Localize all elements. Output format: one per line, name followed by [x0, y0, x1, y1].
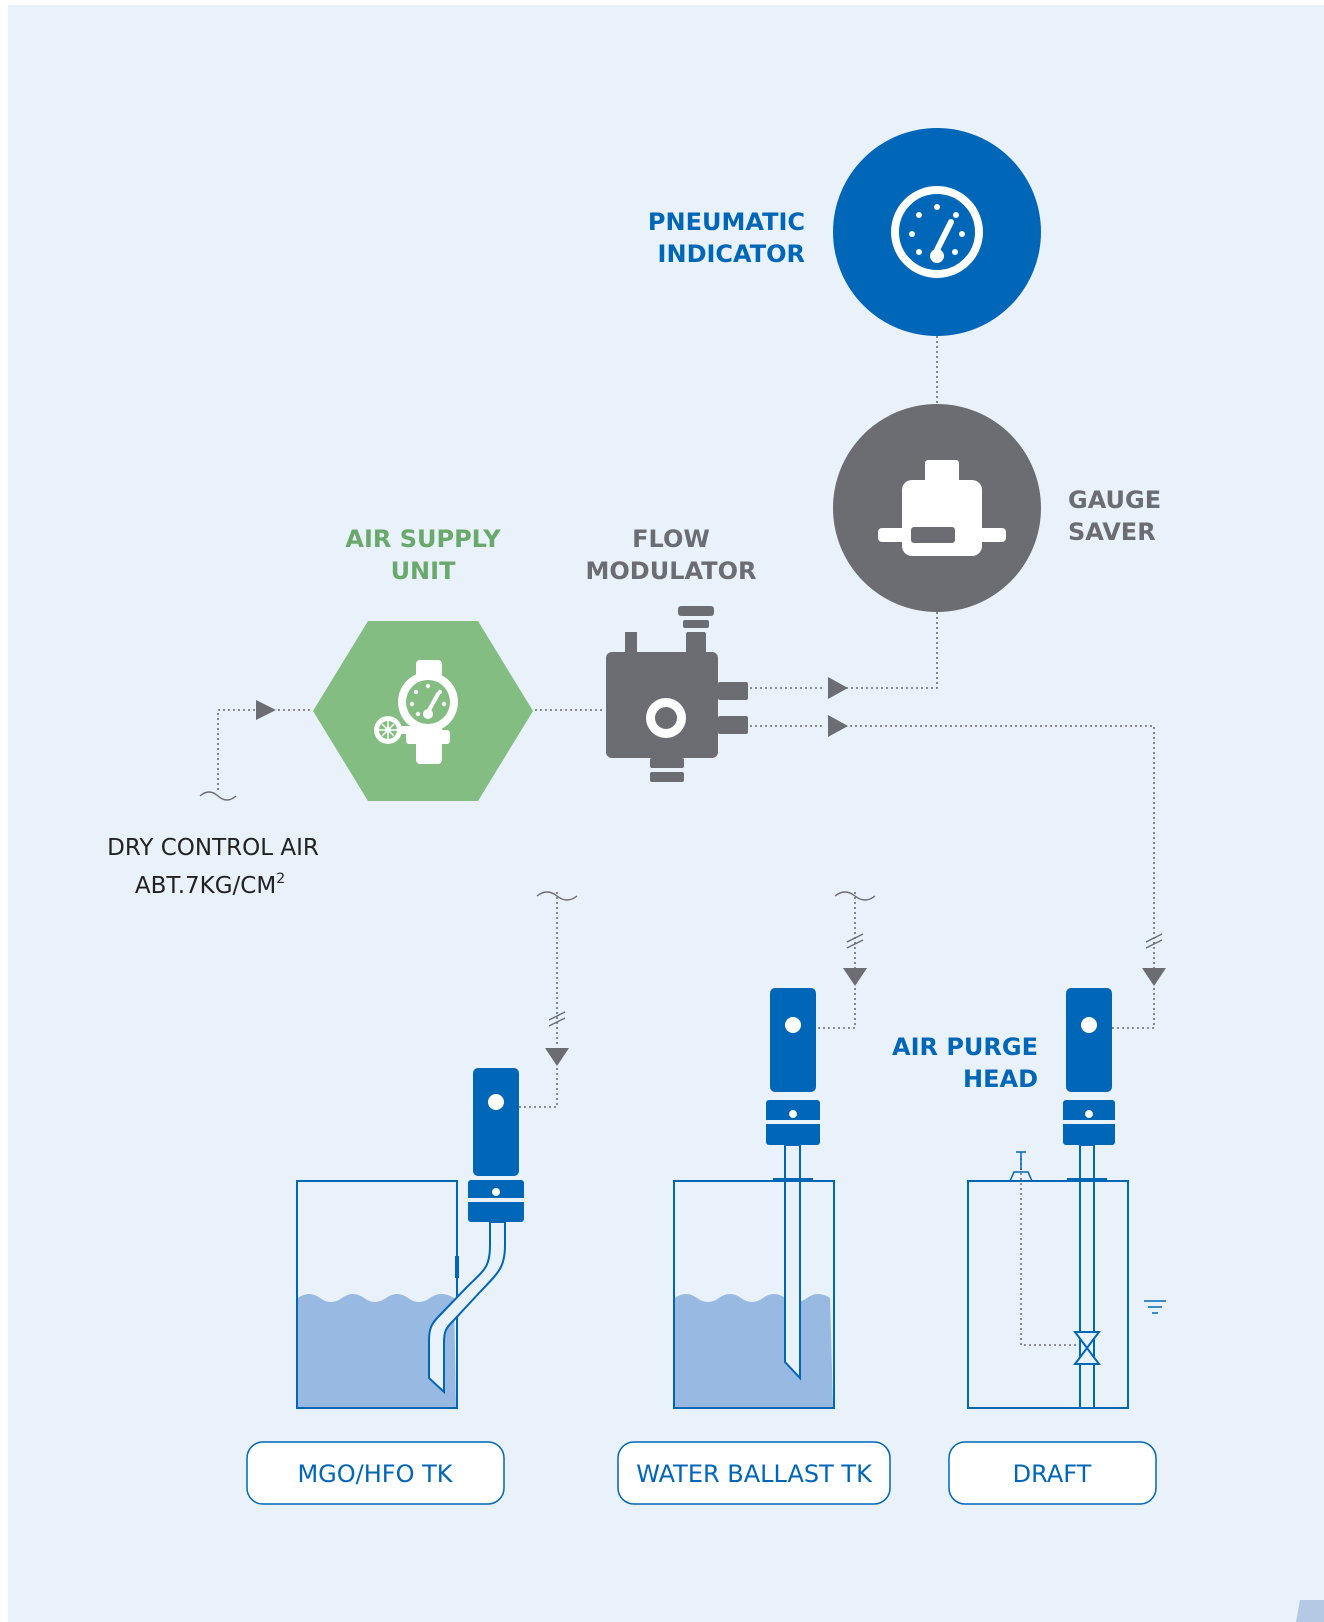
air-supply-unit-label-line2: UNIT [391, 557, 457, 585]
pneumatic-indicator-label-line2: INDICATOR [658, 240, 805, 268]
gauge-icon [891, 186, 983, 278]
gauge-saver: GAUGE SAVER [833, 404, 1161, 612]
tank-mgo-hfo: MGO/HFO TK [246, 1068, 524, 1505]
connection-lines [217, 336, 1155, 1346]
draft-label-box[interactable] [948, 1441, 1157, 1505]
air-supply-unit: AIR SUPPLY UNIT [313, 525, 533, 801]
gauge-saver-label-line1: GAUGE [1068, 486, 1161, 514]
flow-modulator-label-line1: FLOW [632, 525, 710, 553]
mgo-tank-outline [296, 1180, 458, 1409]
pneumatic-indicator: PNEUMATIC INDICATOR [648, 128, 1041, 336]
mgo-tank-label: MGO/HFO TK [297, 1460, 453, 1488]
water-level-icon [1144, 1300, 1166, 1314]
flow-arrows [256, 677, 1166, 1066]
purge-head-icon [766, 988, 820, 1145]
ballast-tank-outline [673, 1180, 835, 1409]
ballast-water [675, 1294, 833, 1408]
regulator-icon [374, 660, 458, 764]
mgo-tank-label-box[interactable] [246, 1441, 505, 1505]
dry-control-air-line1: DRY CONTROL AIR [107, 835, 319, 861]
draft-tank-outline [967, 1180, 1129, 1409]
dry-control-air-line2: ABT.7KG/CM2 [135, 871, 285, 899]
arrow-right-upper [828, 677, 848, 699]
flow-modulator-label-line2: MODULATOR [586, 557, 757, 585]
mgo-water [298, 1294, 456, 1408]
gauge-saver-label-line2: SAVER [1068, 518, 1156, 546]
pipe-break-symbols [199, 791, 1163, 1027]
arrow-right-lower [828, 715, 848, 737]
background-panel [8, 5, 1324, 1622]
flow-modulator-icon [606, 606, 748, 782]
air-purge-head-label-line2: HEAD [963, 1065, 1038, 1093]
tank-water-ballast: WATER BALLAST TK [617, 988, 891, 1505]
arrow-down-ballast [843, 968, 867, 986]
mgo-dip-pipe [428, 1221, 506, 1395]
ballast-tank-label-box[interactable] [617, 1441, 891, 1505]
arrow-down-draft [1142, 968, 1166, 986]
gauge-saver-icon [878, 460, 1006, 556]
air-supply-unit-label-line1: AIR SUPPLY [345, 525, 501, 553]
draft-pipe [1079, 1144, 1095, 1409]
draft-label: DRAFT [1013, 1460, 1092, 1488]
pneumatic-indicator-label-line1: PNEUMATIC [648, 208, 805, 236]
purge-head-icon [468, 1068, 524, 1222]
ballast-tank-label: WATER BALLAST TK [636, 1460, 873, 1488]
page-corner-fold [1296, 1600, 1324, 1622]
valve-icon [1073, 1331, 1101, 1365]
air-purge-head-label-line1: AIR PURGE [892, 1033, 1038, 1061]
tank-draft: AIR PURGE HEAD DRAFT [892, 988, 1166, 1505]
arrow-down-mgo [545, 1048, 569, 1066]
vent-icon [1009, 1151, 1033, 1182]
dry-control-air-label: DRY CONTROL AIR ABT.7KG/CM2 [107, 835, 319, 899]
arrow-right-air-supply [256, 700, 276, 720]
flow-modulator: FLOW MODULATOR [586, 525, 757, 782]
purge-head-icon [1063, 988, 1115, 1145]
